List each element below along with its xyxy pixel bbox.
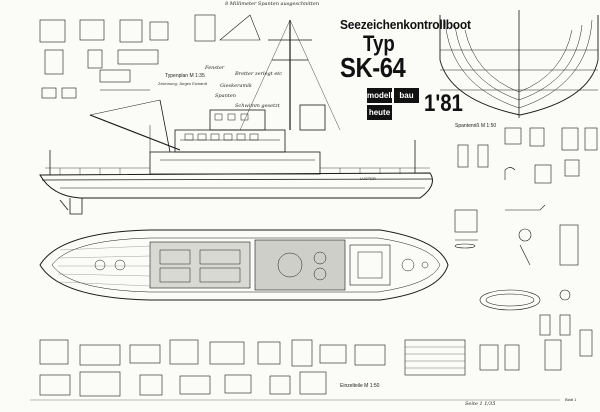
logo-word-bau: bau	[394, 88, 419, 103]
handwritten-note-1: Fenster	[205, 65, 225, 71]
type-label: Typ	[363, 31, 395, 56]
detail-parts-top-left	[39, 14, 261, 99]
corner-note: Seite 1 1/35	[465, 401, 496, 407]
handwritten-top-note: 8 Millimeter Spanten ausgeschnitten	[225, 1, 320, 7]
typeplan-scale-label: Typenplan M 1:35	[165, 73, 205, 79]
logo-word-modell: modell	[367, 88, 393, 103]
model-designation: SK-64	[340, 52, 406, 83]
issue-number: 1'81	[424, 90, 463, 117]
handwritten-note-5: Schwimm gesetzt	[235, 103, 280, 109]
sheet-title: Seezeichenkontrollboot	[340, 17, 471, 32]
detail-parts-right	[454, 127, 598, 357]
body-plan-scale-label: Spantenriß M 1:50	[455, 123, 497, 129]
deck-plan-drawing	[39, 229, 449, 301]
hull-name: LUSTER	[360, 176, 376, 181]
handwritten-note-3: Gieskeramik	[220, 83, 252, 89]
handwritten-note-2: Bretter zerlegt etc	[235, 71, 283, 77]
magazine-logo: modell bau heute	[367, 88, 419, 120]
detail-parts-bottom	[30, 339, 562, 401]
handwritten-note-4: Spanten	[215, 93, 237, 99]
page-label: Blatt 1	[565, 397, 577, 402]
parts-scale-label: Einzelteile M 1:50	[340, 383, 380, 389]
drawing-credit: Zeichnung: Jürgen Eichardt	[158, 81, 207, 86]
body-plan-drawing	[439, 10, 599, 118]
side-profile-drawing	[39, 19, 433, 215]
logo-word-heute: heute	[367, 105, 392, 120]
